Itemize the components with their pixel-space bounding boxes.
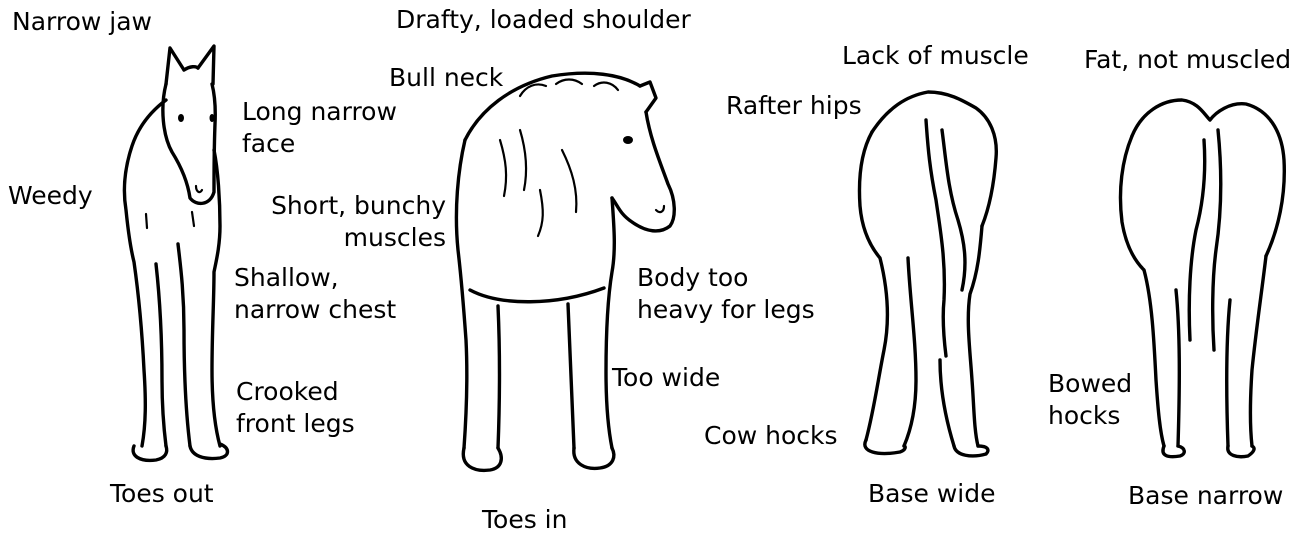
label-bowed-hocks-line1: Bowed xyxy=(1048,368,1132,400)
label-weedy: Weedy xyxy=(8,180,93,212)
label-toes-in: Toes in xyxy=(482,504,567,536)
label-crooked-front-legs: Crooked front legs xyxy=(236,376,355,440)
label-shallow-chest-line1: Shallow, xyxy=(234,262,396,294)
label-base-narrow: Base narrow xyxy=(1128,480,1283,512)
label-bunchy-muscles-line1: Short, bunchy xyxy=(250,190,446,222)
label-bowed-hocks: Bowed hocks xyxy=(1048,368,1132,432)
label-base-wide: Base wide xyxy=(868,478,995,510)
label-body-heavy-line1: Body too xyxy=(637,262,815,294)
label-narrow-jaw: Narrow jaw xyxy=(12,6,152,38)
rear-horse-base-narrow-illustration xyxy=(1120,100,1284,457)
label-bowed-hocks-line2: hocks xyxy=(1048,400,1132,432)
label-bull-neck: Bull neck xyxy=(389,62,503,94)
label-crooked-legs-line1: Crooked xyxy=(236,376,355,408)
label-long-narrow-face: Long narrow face xyxy=(242,96,397,160)
label-long-narrow-face-line1: Long narrow xyxy=(242,96,397,128)
label-crooked-legs-line2: front legs xyxy=(236,408,355,440)
label-body-too-heavy: Body too heavy for legs xyxy=(637,262,815,326)
label-toes-out: Toes out xyxy=(110,478,214,510)
label-lack-of-muscle: Lack of muscle xyxy=(842,40,1029,72)
label-body-heavy-line2: heavy for legs xyxy=(637,294,815,326)
label-cow-hocks: Cow hocks xyxy=(704,420,838,452)
label-long-narrow-face-line2: face xyxy=(242,128,397,160)
label-drafty-loaded-shoulder: Drafty, loaded shoulder xyxy=(396,4,691,36)
label-shallow-chest-line2: narrow chest xyxy=(234,294,396,326)
label-fat-not-muscled: Fat, not muscled xyxy=(1084,44,1291,76)
label-too-wide: Too wide xyxy=(612,362,720,394)
label-shallow-narrow-chest: Shallow, narrow chest xyxy=(234,262,396,326)
label-bunchy-muscles-line2: muscles xyxy=(250,222,446,254)
narrow-horse-front-illustration xyxy=(124,46,227,460)
rear-horse-base-wide-illustration xyxy=(860,92,997,456)
label-short-bunchy-muscles: Short, bunchy muscles xyxy=(250,190,446,254)
label-rafter-hips: Rafter hips xyxy=(726,90,862,122)
